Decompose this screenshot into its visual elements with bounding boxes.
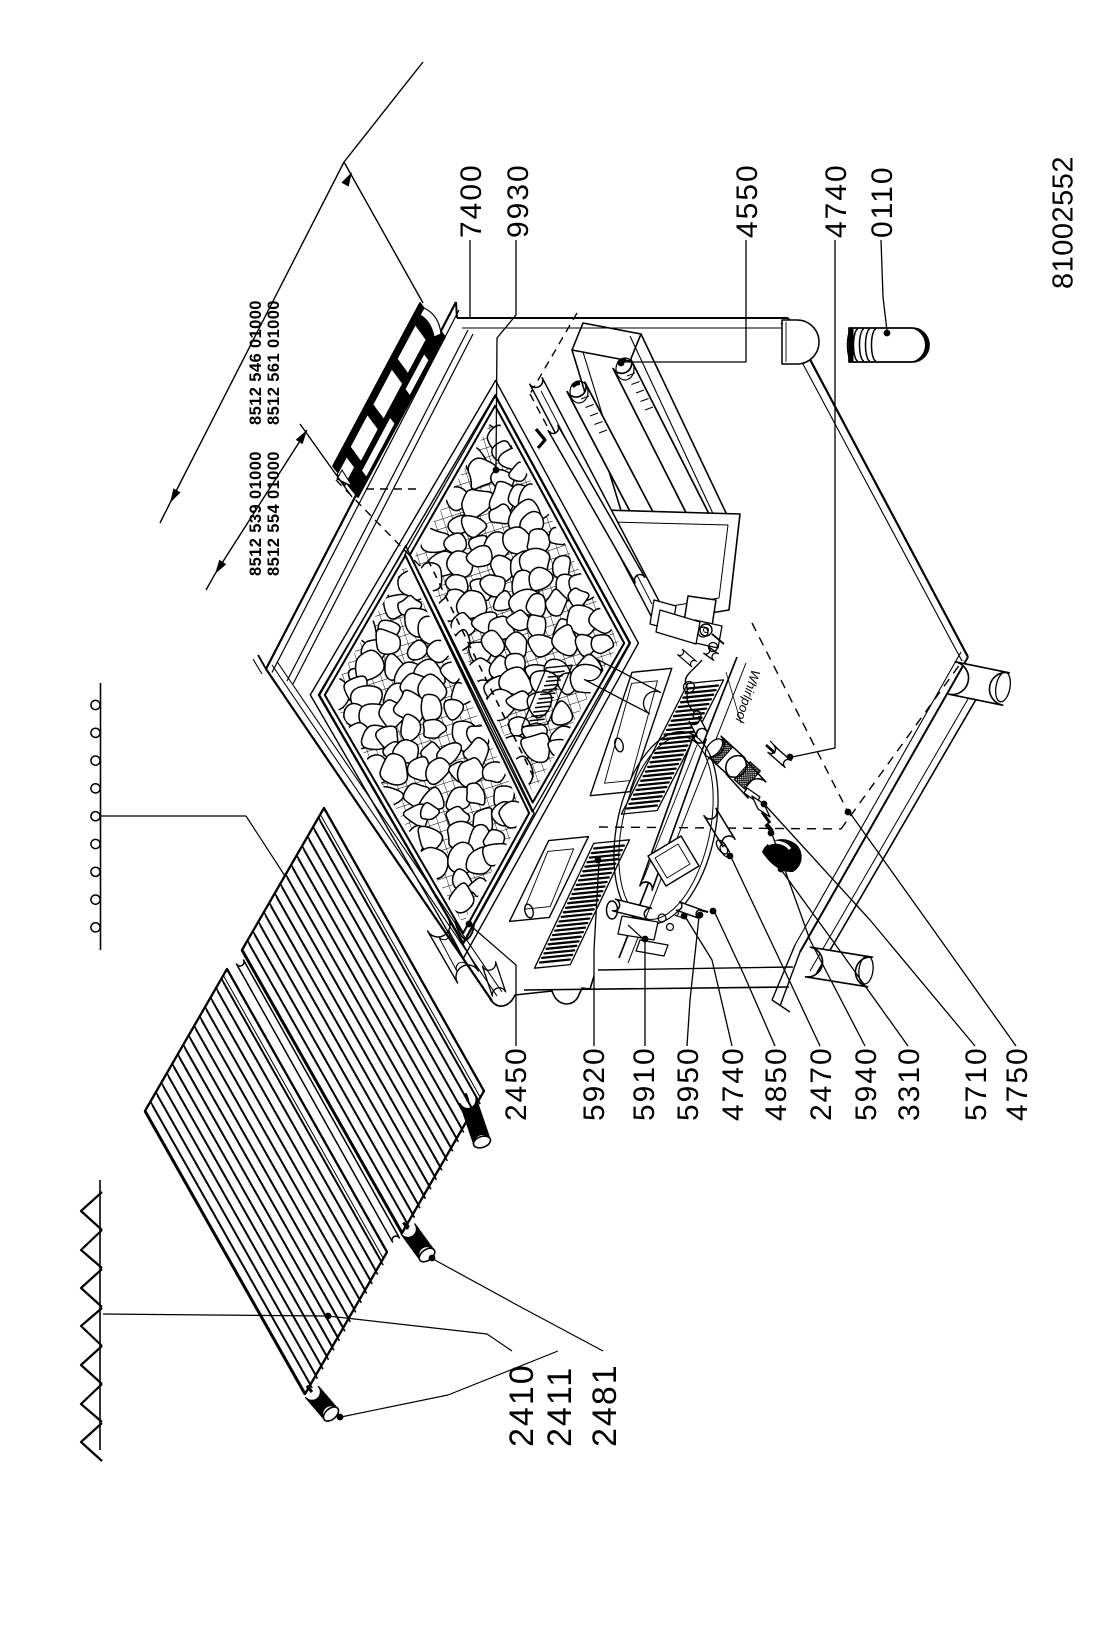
svg-text:0110: 0110 bbox=[866, 165, 899, 238]
svg-text:8512 546 01000: 8512 546 01000 bbox=[247, 300, 265, 425]
svg-text:5940: 5940 bbox=[850, 1046, 883, 1121]
svg-text:2411: 2411 bbox=[541, 1366, 579, 1447]
svg-text:7400: 7400 bbox=[455, 163, 488, 238]
svg-text:8512 561 01000: 8512 561 01000 bbox=[265, 300, 283, 425]
svg-text:5920: 5920 bbox=[578, 1046, 611, 1121]
svg-text:9930: 9930 bbox=[502, 163, 535, 238]
svg-text:2481: 2481 bbox=[586, 1363, 624, 1447]
svg-text:5710: 5710 bbox=[960, 1046, 993, 1121]
svg-text:2410: 2410 bbox=[503, 1363, 541, 1447]
svg-text:4740: 4740 bbox=[717, 1046, 750, 1121]
svg-text:5950: 5950 bbox=[672, 1046, 705, 1121]
svg-text:3310: 3310 bbox=[893, 1046, 926, 1121]
svg-text:2470: 2470 bbox=[805, 1046, 838, 1121]
svg-text:4550: 4550 bbox=[731, 163, 764, 238]
svg-text:8512 554 01000: 8512 554 01000 bbox=[265, 451, 283, 576]
svg-text:4750: 4750 bbox=[1001, 1046, 1034, 1121]
svg-text:2450: 2450 bbox=[500, 1046, 533, 1121]
svg-text:81002552: 81002552 bbox=[1047, 156, 1079, 289]
svg-text:8512 539 01000: 8512 539 01000 bbox=[247, 451, 265, 576]
svg-text:4850: 4850 bbox=[760, 1046, 793, 1121]
svg-text:5910: 5910 bbox=[628, 1046, 661, 1121]
svg-text:4740: 4740 bbox=[820, 163, 853, 238]
